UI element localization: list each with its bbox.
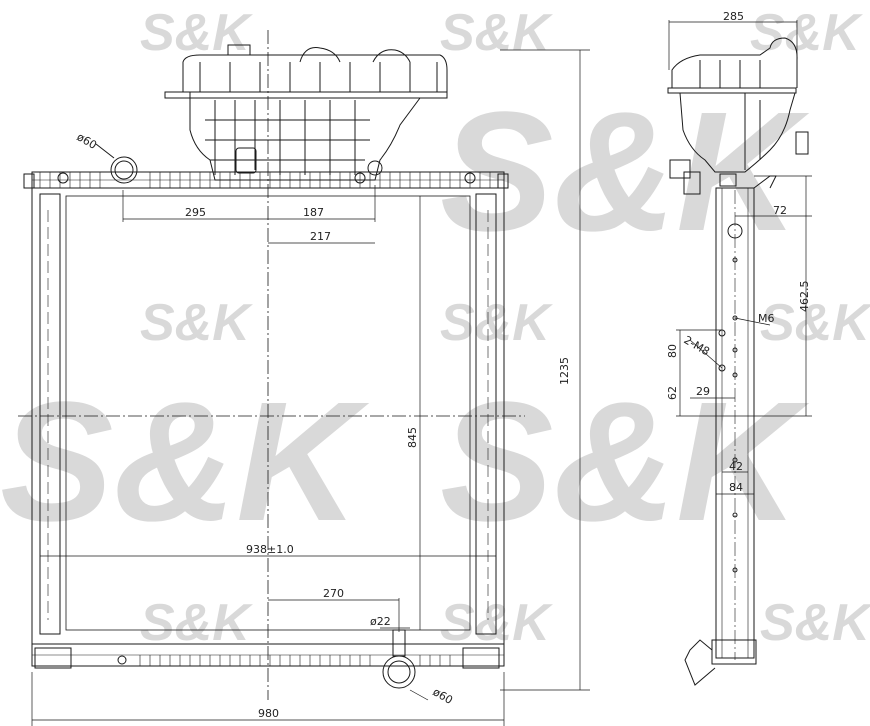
side-view	[667, 20, 812, 686]
dim-label-72: 72	[773, 204, 787, 217]
dim-label-62: 62	[666, 386, 679, 400]
watermark-large: S&K	[0, 367, 370, 557]
radiator-core	[31, 187, 505, 645]
expansion-tank	[164, 44, 448, 181]
dim-label-80: 80	[666, 344, 679, 358]
front-view	[18, 30, 590, 726]
dim-label-938: 938±1.0	[246, 543, 294, 556]
dim-label-295: 295	[185, 206, 206, 219]
watermark: S&K	[140, 4, 253, 62]
dim-label-845: 845	[406, 427, 419, 448]
watermark: S&K	[750, 4, 863, 62]
dim-label-phi22: ø22	[370, 615, 391, 628]
dim-label-4625: 462.5	[798, 281, 811, 313]
dim-label-phi60-bottom: ø60	[431, 685, 455, 707]
watermark: S&K	[440, 294, 553, 352]
dim-label-84: 84	[729, 481, 743, 494]
dim-label-42: 42	[729, 460, 743, 473]
dim-label-2m8: 2-M8	[682, 333, 712, 358]
top-header	[23, 143, 509, 189]
dim-label-980: 980	[258, 707, 279, 720]
dim-label-270: 270	[323, 587, 344, 600]
dim-label-m6: M6	[758, 312, 775, 325]
watermark: S&K	[760, 594, 870, 652]
bottom-header	[31, 629, 505, 689]
watermark-layer: S&K S&K S&K S&K S&K S&K S&K S&K S&K S&K …	[0, 4, 870, 652]
dim-label-285: 285	[723, 10, 744, 23]
watermark: S&K	[140, 594, 253, 652]
watermark: S&K	[440, 594, 553, 652]
side-core	[684, 175, 777, 686]
watermark-large: S&K	[440, 367, 810, 557]
watermark: S&K	[140, 294, 253, 352]
dim-label-phi60-top: ø60	[75, 130, 99, 152]
dim-label-29: 29	[696, 385, 710, 398]
dim-label-217: 217	[310, 230, 331, 243]
side-dimension-lines	[676, 175, 812, 495]
dim-label-187: 187	[303, 206, 324, 219]
dim-label-1235: 1235	[558, 357, 571, 385]
watermark: S&K	[760, 294, 870, 352]
watermark: S&K	[440, 4, 553, 62]
side-expansion-tank	[667, 37, 809, 195]
dimension-lines	[31, 49, 590, 726]
